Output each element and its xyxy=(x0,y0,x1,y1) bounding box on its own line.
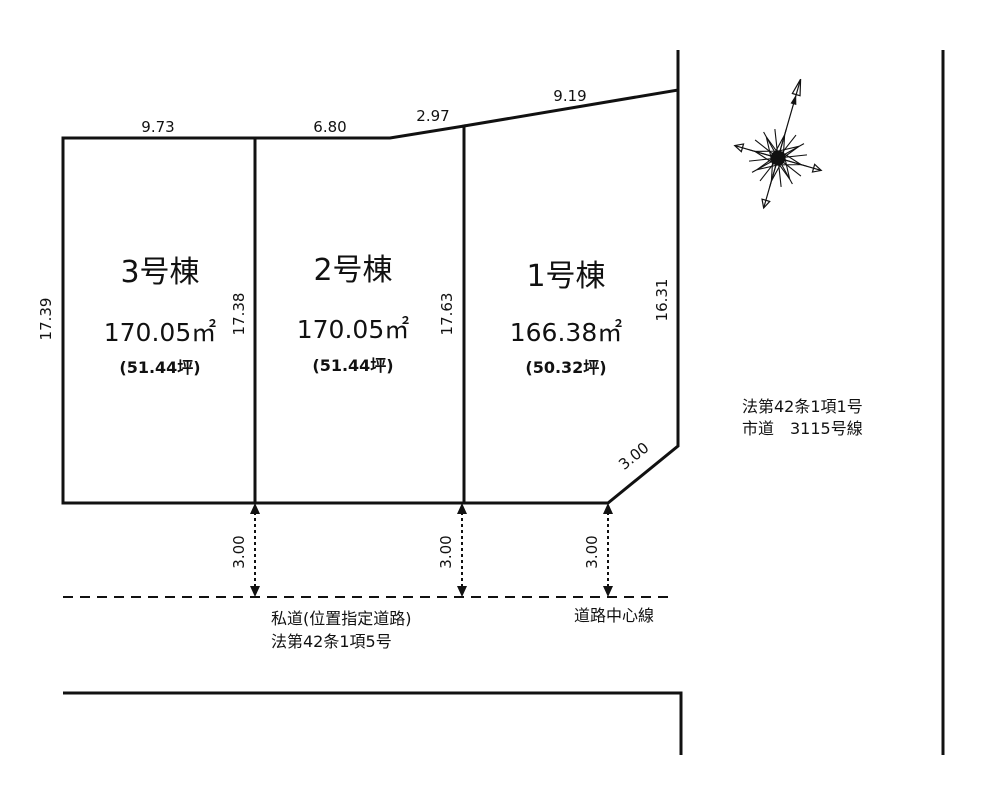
lot-3-tsubo: (51.44坪) xyxy=(119,358,200,377)
dim-right-lot1: 16.31 xyxy=(653,279,671,322)
compass-rose-icon xyxy=(733,78,823,210)
dim-side-lot2-lot1: 17.63 xyxy=(438,293,456,336)
lot-2-tsubo: (51.44坪) xyxy=(312,356,393,375)
lot-1-tsubo: (50.32坪) xyxy=(525,358,606,377)
setback-arrow-2-head-top xyxy=(457,503,467,514)
dim-setback-1: 3.00 xyxy=(230,535,248,568)
east-road-label-line2: 市道 3115号線 xyxy=(742,419,863,438)
setback-arrow-3-head-bottom xyxy=(603,586,613,597)
lot-2-name: 2号棟 xyxy=(313,253,392,288)
setback-arrow-1-head-top xyxy=(250,503,260,514)
road-labels: 法第42条1項1号 市道 3115号線 私道(位置指定道路) 法第42条1項5号… xyxy=(271,397,863,651)
dim-top-lot3: 9.73 xyxy=(141,118,174,136)
dim-top-lot1-b: 9.19 xyxy=(553,87,586,105)
dim-corner-cut: 3.00 xyxy=(615,439,652,474)
setback-arrow-2-head-bottom xyxy=(457,586,467,597)
dim-left-lot3: 17.39 xyxy=(37,298,55,341)
dim-side-lot3-lot2: 17.38 xyxy=(230,293,248,336)
lot-3-name: 3号棟 xyxy=(120,255,199,290)
lot-1-boundary xyxy=(462,88,680,505)
private-road-south-edge xyxy=(63,691,683,755)
lot-1-label: 1号棟 166.38㎡ (50.32坪) xyxy=(510,259,622,377)
dim-setback-2: 3.00 xyxy=(437,535,455,568)
private-road-label-line1: 私道(位置指定道路) xyxy=(271,609,412,628)
lot-1-area: 166.38㎡ xyxy=(510,318,622,347)
lot-2-area: 170.05㎡ xyxy=(297,315,409,344)
setback-arrows xyxy=(250,503,613,597)
dim-top-lot1-a: 2.97 xyxy=(416,107,449,125)
east-road-label-line1: 法第42条1項1号 xyxy=(742,397,863,416)
lot-3-label: 3号棟 170.05㎡ (51.44坪) xyxy=(104,255,216,377)
dim-setback-3: 3.00 xyxy=(583,535,601,568)
lot-3-area: 170.05㎡ xyxy=(104,318,216,347)
setback-arrow-3-head-top xyxy=(603,503,613,514)
lot-2-label: 2号棟 170.05㎡ (51.44坪) xyxy=(297,253,409,375)
road-center-line-label: 道路中心線 xyxy=(574,606,654,625)
private-road-label-line2: 法第42条1項5号 xyxy=(271,632,392,651)
lot-boundaries xyxy=(61,88,680,505)
dim-top-lot2: 6.80 xyxy=(313,118,346,136)
setback-arrow-1-head-bottom xyxy=(250,586,260,597)
lot-1-name: 1号棟 xyxy=(526,259,605,294)
